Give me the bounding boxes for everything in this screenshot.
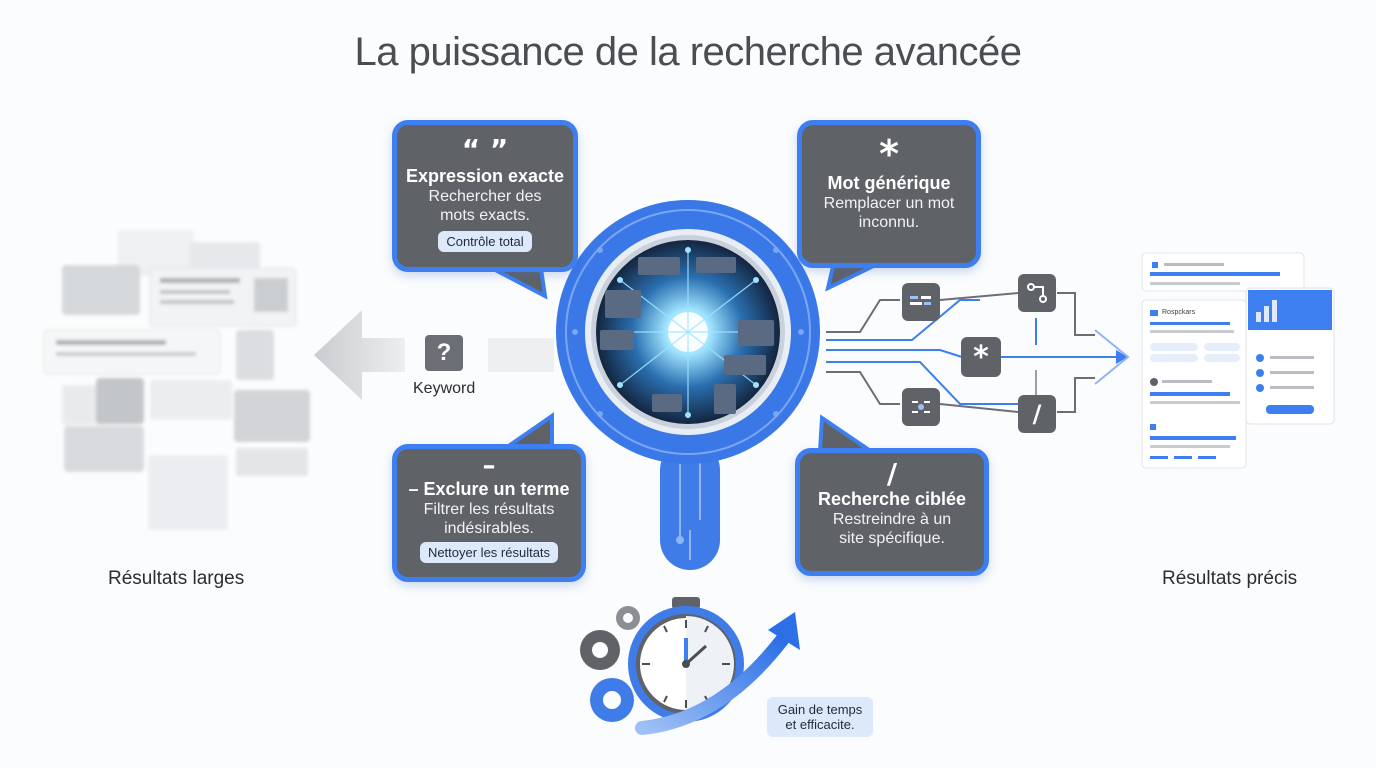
exact-phrase-desc-1: Rechercher des [428,188,542,205]
exclude-title: – Exclure un terme [408,479,570,499]
precise-results-label: Résultats précis [1162,568,1298,589]
stopwatch-illustration [580,597,800,735]
exact-phrase-desc-2: mots exacts. [440,207,530,224]
site-desc-2: site spécifique. [839,530,945,547]
filter-icon [910,296,931,305]
broad-results-label: Résultats larges [108,568,245,589]
code-icon [912,401,930,413]
operator-site: / Recherche ciblée Restreindre à un site… [795,448,989,576]
slash-icon: / [886,457,898,490]
broad-results-cluster [43,230,310,530]
exclude-desc-1: Filtrer les résultats [423,501,555,518]
flow-node-asterisk: * [961,337,1001,377]
exact-phrase-chip: Contrôle total [438,231,532,252]
quotes-icon: “ ” [461,133,509,166]
exclude-chip: Nettoyer les résultats [419,542,559,563]
precise-results-cluster [1141,252,1335,469]
time-gain-chip: Gain de temps et efficacite. [767,697,873,737]
keyword-label: Keyword [413,380,476,397]
page-title: La puissance de la recherche avancée [354,30,1022,74]
wildcard-title: Mot générique [827,173,951,193]
wildcard-desc-1: Remplacer un mot [823,195,955,212]
flow-node-filter [902,283,940,321]
flow-node-slash: / [1018,395,1056,433]
exclude-desc-2: indésirables. [444,520,534,537]
flow-node-branch [1018,274,1056,312]
wildcard-desc-2: inconnu. [858,214,920,231]
operator-exclude: – – Exclure un terme Filtrer les résulta… [392,444,586,582]
operator-wildcard: * Mot générique Remplacer un mot inconnu… [797,120,981,268]
exact-phrase-title: Expression exacte [405,166,565,186]
time-gain-line-1: Gain de temps [777,702,863,717]
branch-icon [1027,283,1047,303]
flow-node-code [902,388,940,426]
time-gain-line-2: et efficacite. [785,717,855,732]
minus-icon: – [482,451,496,481]
asterisk-icon: * [879,132,899,176]
flow-lines [826,292,1130,413]
magnifier-lens [556,200,820,464]
operator-exact-phrase: “ ” Expression exacte Rechercher des mot… [392,120,578,272]
broad-arrow [314,310,554,400]
site-title: Recherche ciblée [817,489,967,509]
keyword-question-icon: ? [425,335,463,371]
site-desc-1: Restreindre à un [832,511,952,528]
result-card-label: Rospckars [1162,309,1196,316]
